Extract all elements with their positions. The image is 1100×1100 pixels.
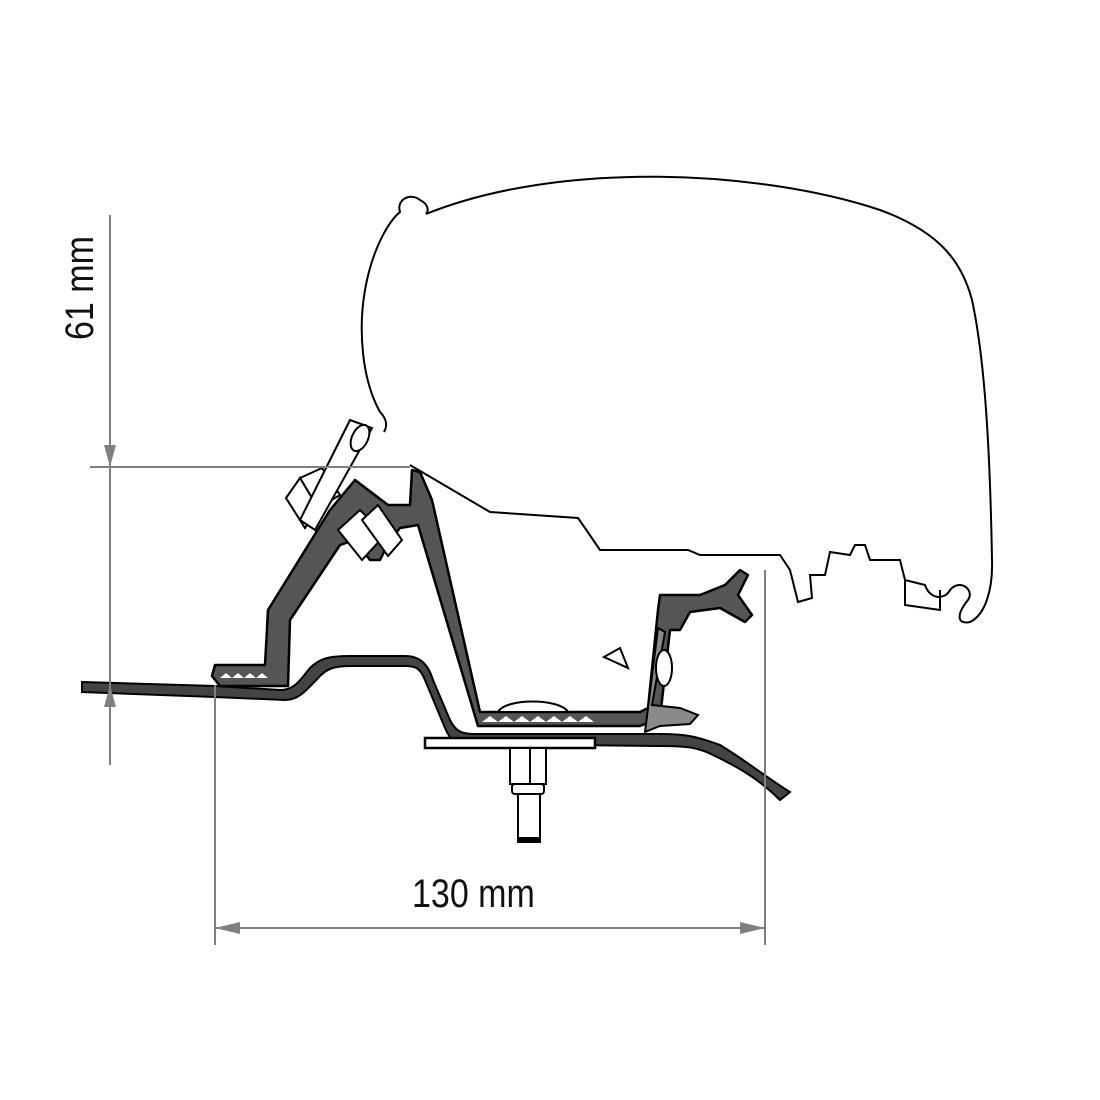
backing-plate [423, 736, 597, 750]
serrated-pad-center [482, 716, 594, 722]
awning-housing-outline [360, 175, 994, 624]
vehicle-roof-profile [81, 655, 792, 802]
bolt-stud [509, 747, 547, 843]
serrated-pad-left [220, 673, 268, 678]
hex-nut-upper [284, 418, 374, 532]
height-dimension-label: 61 mm [58, 236, 102, 340]
housing-lip [379, 411, 388, 433]
width-dimension-label: 130 mm [412, 872, 535, 916]
hex-nut-lower [336, 503, 404, 562]
clamp-insert [643, 626, 700, 734]
self-tapping-screw [601, 646, 630, 670]
screw-head [655, 649, 673, 687]
width-dimension [214, 570, 766, 945]
bolt-head [496, 700, 570, 713]
height-dimension [90, 215, 410, 765]
